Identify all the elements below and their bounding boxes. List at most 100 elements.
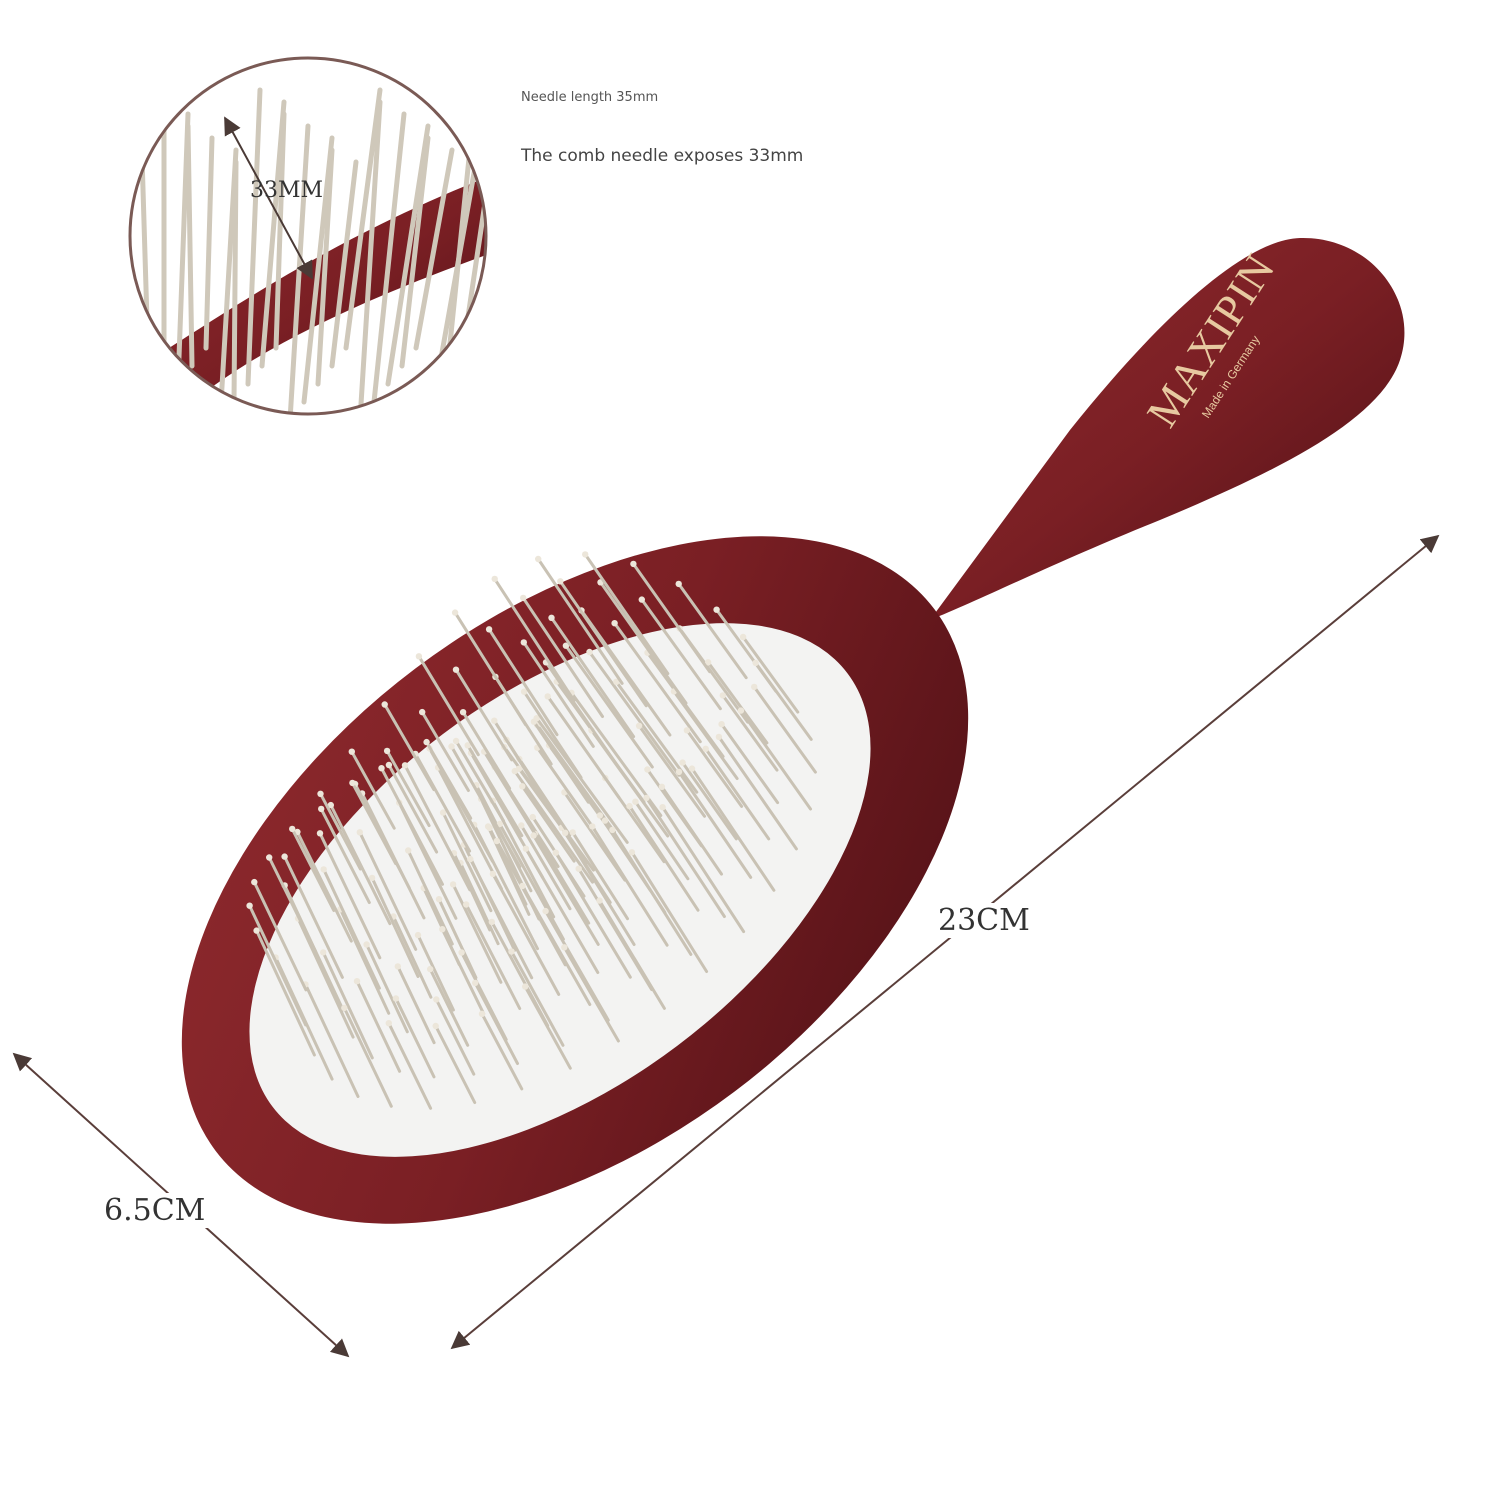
- pin-tip: [630, 560, 637, 568]
- pin-tip: [719, 692, 726, 699]
- brush-pin: [383, 703, 436, 792]
- brush-pin: [318, 831, 382, 960]
- pin-tip: [415, 653, 423, 660]
- zoom-circle-border: [128, 56, 488, 416]
- brush-pin: [255, 929, 316, 1057]
- pin-tip: [317, 790, 324, 797]
- pin-tip: [251, 878, 258, 886]
- pin-tip: [520, 639, 527, 646]
- pin-tip: [557, 578, 564, 585]
- zoom-pin: [301, 135, 335, 405]
- pin-tip: [508, 948, 515, 955]
- zoom-pin: [483, 123, 486, 351]
- pin-tip: [491, 717, 498, 724]
- brush-pin: [387, 1021, 433, 1110]
- brush-pin: [322, 867, 381, 990]
- zoom-pin: [203, 135, 215, 351]
- pin-tip: [628, 849, 636, 856]
- pin-tip: [688, 765, 696, 772]
- pin-tip: [544, 693, 551, 700]
- pin-tip: [601, 817, 609, 824]
- zoom-pin: [185, 123, 195, 369]
- zoom-pin: [385, 123, 431, 387]
- zoom-pin: [231, 159, 239, 405]
- length-dimension-line: [450, 534, 1440, 1350]
- pin-tip: [458, 949, 465, 956]
- zoom-pin: [315, 147, 335, 387]
- pin-tip: [381, 701, 388, 708]
- needle-label: 33MM: [250, 178, 324, 203]
- pin-tip: [644, 766, 651, 773]
- brush-pin: [321, 950, 374, 1060]
- pin-tip: [638, 596, 645, 603]
- pin-tip: [679, 759, 686, 766]
- pin-tip: [392, 995, 400, 1002]
- pin-tip: [341, 1004, 348, 1012]
- pin-tip: [452, 666, 460, 673]
- pin-tip: [401, 762, 409, 769]
- brush-pin: [370, 876, 420, 978]
- pin-tip: [472, 979, 479, 987]
- pin-tip: [596, 897, 603, 904]
- pin-tip: [439, 926, 446, 933]
- pin-tip: [522, 845, 530, 852]
- needle-length-arrow: [224, 116, 313, 280]
- brush-pin: [416, 933, 455, 1012]
- pin-tip: [643, 794, 650, 802]
- pin-tip: [569, 829, 576, 836]
- pin-tip: [582, 551, 589, 558]
- pin-tip: [530, 718, 538, 725]
- pin-tip: [427, 965, 434, 973]
- brush-pin: [319, 807, 371, 905]
- pin-tip: [489, 870, 497, 878]
- brush-pin: [319, 792, 362, 871]
- pin-tip: [246, 902, 253, 909]
- zoom-pin: [413, 147, 455, 351]
- pin-tip: [459, 709, 467, 716]
- pin-tip: [675, 580, 682, 588]
- brush-pin: [350, 750, 396, 830]
- brush-pin: [252, 880, 308, 992]
- pin-tip: [739, 633, 747, 641]
- brush-pin: [394, 997, 436, 1079]
- pin-tip: [485, 626, 493, 633]
- pin-tip: [715, 733, 723, 741]
- brush-pin: [329, 803, 392, 926]
- brush-handle: [930, 237, 1405, 621]
- brush-pin: [365, 943, 409, 1034]
- brush-pin: [358, 830, 418, 951]
- pin-tip: [385, 761, 393, 769]
- brush-pin: [338, 907, 391, 1015]
- width-label: 6.5CM: [100, 1193, 210, 1228]
- pin-tip: [433, 996, 440, 1003]
- brush-pin: [267, 856, 317, 953]
- pin-tip: [435, 896, 443, 903]
- zoom-pin: [343, 87, 383, 351]
- pin-tip: [519, 882, 526, 890]
- pin-tip: [713, 606, 720, 613]
- pin-tip: [683, 727, 691, 734]
- pin-tip: [552, 849, 559, 856]
- pin-tip: [348, 748, 355, 755]
- pin-tip: [561, 944, 568, 951]
- pin-tip: [491, 575, 498, 583]
- zoom-pin: [329, 159, 359, 369]
- pin-tip: [320, 866, 327, 873]
- pin-tip: [529, 813, 536, 821]
- brush-pin: [283, 855, 344, 979]
- pin-tip: [394, 963, 401, 970]
- pin-tip: [737, 707, 745, 714]
- pin-tip: [658, 783, 666, 790]
- needle-exposed-note: The comb needle exposes 33mm: [521, 146, 804, 166]
- pin-tip: [432, 1022, 439, 1030]
- pin-tip: [463, 901, 470, 908]
- needle-zoom-inset: [128, 56, 488, 416]
- pin-tip: [320, 949, 327, 956]
- needle-length-note: Needle length 35mm: [521, 90, 659, 105]
- zoom-pin: [357, 99, 383, 414]
- brush-pin: [385, 749, 431, 828]
- pin-tip: [353, 978, 361, 985]
- brush-pin: [391, 915, 433, 999]
- pin-tip: [405, 847, 412, 854]
